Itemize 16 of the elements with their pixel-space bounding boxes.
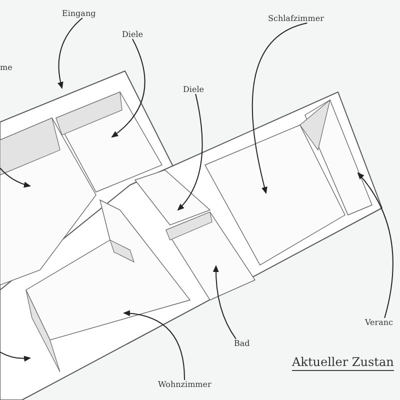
room-label: Schlafzimmer <box>268 14 324 23</box>
title: Aktueller Zustan <box>292 355 394 371</box>
room-label: Veranc <box>365 318 394 327</box>
room-label: Wohnzimmer <box>158 380 212 389</box>
leader-arrow <box>213 265 236 340</box>
leader-arrow <box>123 310 185 380</box>
leader-arrow <box>177 94 203 211</box>
leader-arrow <box>111 38 146 138</box>
room-label: Bad <box>234 339 250 348</box>
room-label: Eingang <box>62 9 96 18</box>
room-label: Diele <box>122 30 143 39</box>
leader-arrow <box>357 172 394 318</box>
room-label: Diele <box>183 85 204 94</box>
leader-arrow <box>252 22 308 194</box>
room-label: me <box>0 63 12 72</box>
leader-arrow <box>58 18 83 89</box>
